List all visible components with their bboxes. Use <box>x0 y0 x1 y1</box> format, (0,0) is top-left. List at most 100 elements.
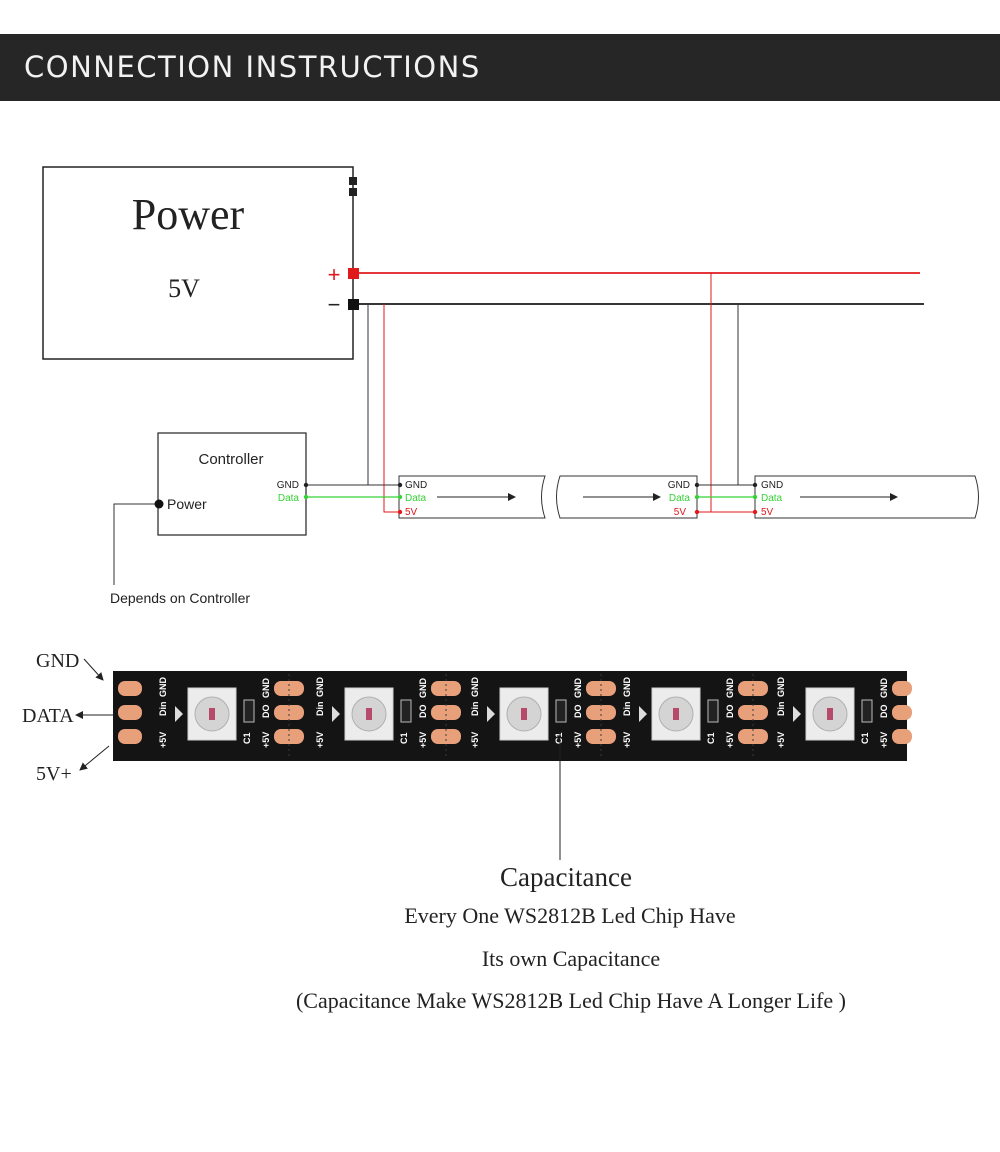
pin-v5-icon <box>694 509 700 515</box>
pad-label-cap: C1 <box>706 732 716 744</box>
copper-pad <box>274 681 304 696</box>
copper-pad <box>738 705 768 720</box>
copper-pad <box>274 705 304 720</box>
strip2-data-label: Data <box>669 493 691 504</box>
pad-label-cap: C1 <box>399 732 409 744</box>
pad-label-cap: C1 <box>860 732 870 744</box>
copper-pad <box>431 705 461 720</box>
led-die-icon <box>521 708 527 720</box>
pad-label-gnd: GND <box>622 677 632 698</box>
pad-label-gnd: GND <box>573 678 583 699</box>
pad-label-cap: C1 <box>554 732 564 744</box>
capacitor-icon <box>861 699 873 723</box>
pad-label-v5: +5V <box>776 732 786 748</box>
pad-label-v5: +5V <box>622 732 632 748</box>
v5-pointer-arrow <box>79 745 110 771</box>
capacitor-icon <box>400 699 412 723</box>
controller-note: Depends on Controller <box>110 590 250 606</box>
capacitance-line-1: Every One WS2812B Led Chip Have <box>404 903 735 928</box>
pin-gnd-icon <box>752 482 758 488</box>
strip2-gnd-label: GND <box>668 480 690 491</box>
pad-label-dout: DO <box>879 705 889 719</box>
copper-pad <box>738 681 768 696</box>
pad-label-gnd: GND <box>776 677 786 698</box>
pin-v5-icon <box>397 509 403 515</box>
pin-gnd-icon <box>397 482 403 488</box>
strip3-gnd-label: GND <box>761 480 783 491</box>
pad-label-din: Din <box>158 702 168 717</box>
pad-label-din: Din <box>470 702 480 717</box>
pad-label-v5: +5V <box>158 732 168 748</box>
pad-label-gnd: GND <box>261 678 271 699</box>
direction-triangle-icon <box>175 706 183 722</box>
copper-pad <box>586 705 616 720</box>
led-die-icon <box>827 708 833 720</box>
strip1-v5-label: 5V <box>405 507 418 518</box>
pad-label-dout: DO <box>725 705 735 719</box>
direction-triangle-icon <box>639 706 647 722</box>
controller-data-label: Data <box>278 493 300 504</box>
controller-power-label: Power <box>167 496 207 512</box>
copper-pad <box>586 681 616 696</box>
copper-pad <box>274 729 304 744</box>
v5-drop-wire-1 <box>383 304 400 513</box>
side-label-v5: 5V+ <box>36 763 72 785</box>
strip1-gnd-label: GND <box>405 480 427 491</box>
strip-segment-3: GND Data 5V <box>752 475 979 519</box>
pad-label-gnd: GND <box>158 677 168 698</box>
copper-pad <box>892 705 912 720</box>
page-title: CONNECTION INSTRUCTIONS <box>24 50 481 84</box>
pad-label-din: Din <box>776 702 786 717</box>
copper-pad <box>431 681 461 696</box>
copper-pad <box>586 729 616 744</box>
pad-label-dout: DO <box>261 705 271 719</box>
pad-label-gnd: GND <box>418 678 428 699</box>
copper-pad <box>118 729 142 744</box>
v5-drop-wire-2 <box>697 273 712 513</box>
minus-sign: − <box>328 292 341 317</box>
power-supply-box <box>42 166 354 360</box>
copper-pad <box>892 681 912 696</box>
pin-data-icon <box>752 494 758 500</box>
strip3-v5-label: 5V <box>761 507 774 518</box>
capacitor-icon <box>707 699 719 723</box>
led-die-icon <box>366 708 372 720</box>
capacitor-icon <box>555 699 567 723</box>
controller-gnd-label: GND <box>277 480 299 491</box>
pad-label-v5: +5V <box>261 732 271 748</box>
led-strip-photo: Din +5V GND C1 DO +5V GND Din +5V GND C1 DO +5V GND Di… <box>113 671 912 761</box>
copper-pad <box>118 681 142 696</box>
pad-label-din: Din <box>315 702 325 717</box>
controller-gnd-port-icon <box>303 482 309 488</box>
capacitor-icon <box>243 699 255 723</box>
pad-label-v5: +5V <box>725 732 735 748</box>
controller-power-port-icon <box>154 499 164 509</box>
controller-power-lead <box>113 503 155 585</box>
controller-data-port-icon <box>303 494 309 500</box>
pad-label-gnd: GND <box>315 677 325 698</box>
strip-units: Din +5V GND C1 DO +5V GND Din +5V GND C1 DO +5V GND Di… <box>118 674 912 758</box>
controller-title: Controller <box>198 451 263 468</box>
pad-label-gnd: GND <box>725 678 735 699</box>
capacitance-line-2: Its own Capacitance <box>482 946 660 971</box>
copper-pad <box>892 729 912 744</box>
pad-label-v5: +5V <box>573 732 583 748</box>
terminal-top-icon <box>349 177 357 185</box>
strip1-data-label: Data <box>405 493 427 504</box>
pin-v5-icon <box>752 509 758 515</box>
strip-segment-2: GND Data 5V <box>556 475 700 519</box>
controller: Controller Power GND Data Depends on Con… <box>110 432 309 606</box>
pad-label-gnd: GND <box>879 678 889 699</box>
pad-label-dout: DO <box>573 705 583 719</box>
capacitance-title: Capacitance <box>500 862 632 892</box>
led-die-icon <box>673 708 679 720</box>
side-label-data: DATA <box>22 705 74 727</box>
copper-pad <box>431 729 461 744</box>
power-voltage: 5V <box>168 274 200 303</box>
gnd-pointer-arrow <box>83 658 104 681</box>
power-title: Power <box>132 190 245 239</box>
led-die-icon <box>209 708 215 720</box>
controller-box <box>157 432 307 536</box>
pad-label-cap: C1 <box>242 732 252 744</box>
